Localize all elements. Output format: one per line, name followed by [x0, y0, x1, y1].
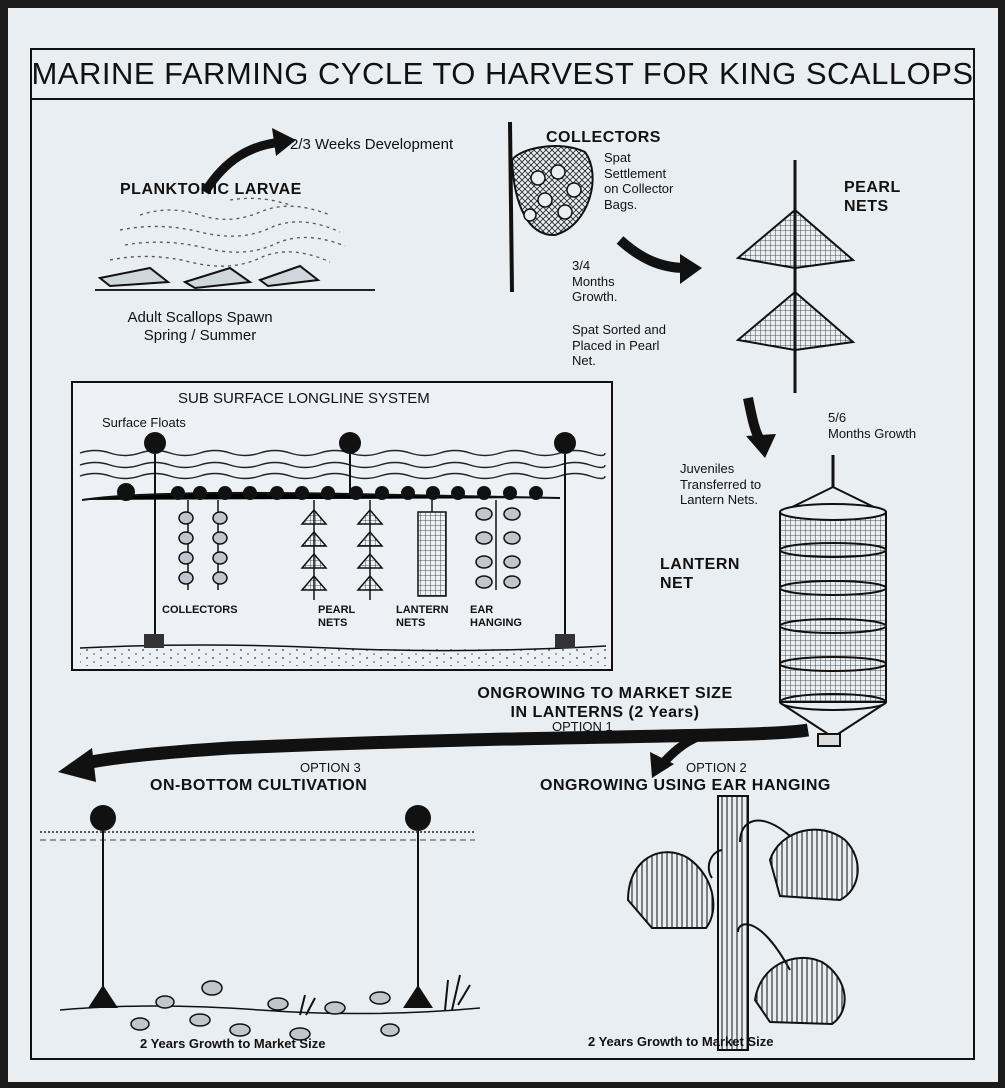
pearl-net-lower	[738, 292, 853, 350]
growth-arrow-2-head	[746, 434, 776, 458]
development-label: 2/3 Weeks Development	[290, 136, 453, 154]
ear-hanging-label: ONGROWING USING EAR HANGING	[540, 776, 831, 795]
surface-floats-label: Surface Floats	[102, 415, 186, 431]
lantern-net-label: LANTERN NET	[660, 555, 740, 593]
inset-collectors-label: COLLECTORS	[162, 604, 238, 617]
juveniles-label: Juveniles Transferred to Lantern Nets.	[680, 461, 761, 508]
inset-seabed	[80, 648, 606, 666]
inset-pearl-nets-label: PEARL NETS	[318, 604, 355, 630]
on-bottom-label: ON-BOTTOM CULTIVATION	[150, 776, 367, 795]
larvae-cloud	[110, 198, 345, 266]
bottom-float-right	[405, 805, 431, 831]
on-bottom-scene	[40, 805, 480, 1040]
inset-lantern-net	[418, 500, 446, 596]
pearl-net-string	[738, 160, 853, 393]
growth-arrow-1	[620, 240, 686, 268]
anchor-left	[144, 634, 164, 648]
longline-title: SUB SURFACE LONGLINE SYSTEM	[178, 390, 430, 408]
ongrowing-lanterns-label: ONGROWING TO MARKET SIZE IN LANTERNS (2 …	[440, 684, 770, 722]
option1-label: OPTION 1	[552, 719, 613, 735]
bottom-float-left	[90, 805, 116, 831]
pearl-net-upper	[738, 210, 853, 268]
collectors-label: COLLECTORS	[546, 128, 661, 147]
adult-scallops	[100, 266, 318, 288]
growth-5-6-label: 5/6 Months Growth	[828, 410, 916, 441]
inset-ear-hanging-label: EAR HANGING	[470, 604, 522, 630]
collector-rope	[510, 122, 512, 292]
growth-arrow-1-head	[680, 254, 702, 284]
option2-label: OPTION 2	[686, 760, 747, 776]
option3-arrow-head	[58, 748, 96, 782]
pearl-nets-label: PEARL NETS	[844, 178, 901, 216]
growth-arrow-2	[748, 398, 760, 440]
spat-sorted-label: Spat Sorted and Placed in Pearl Net.	[572, 322, 666, 369]
growth-3-4-label: 3/4 Months Growth.	[572, 258, 618, 305]
ear-hanging-rope	[718, 796, 748, 1050]
years-ear-label: 2 Years Growth to Market Size	[588, 1034, 773, 1050]
spat-settlement-label: Spat Settlement on Collector Bags.	[604, 150, 673, 212]
adult-spawn-label: Adult Scallops Spawn Spring / Summer	[110, 309, 290, 345]
ear-hanging-scene	[628, 796, 858, 1050]
planktonic-larvae-label: PLANKTONIC LARVAE	[120, 180, 302, 199]
inset-lantern-nets-label: LANTERN NETS	[396, 604, 449, 630]
anchor-right	[555, 634, 575, 648]
option3-label: OPTION 3	[300, 760, 361, 776]
years-bottom-label: 2 Years Growth to Market Size	[140, 1036, 325, 1052]
lantern-net	[780, 455, 886, 746]
